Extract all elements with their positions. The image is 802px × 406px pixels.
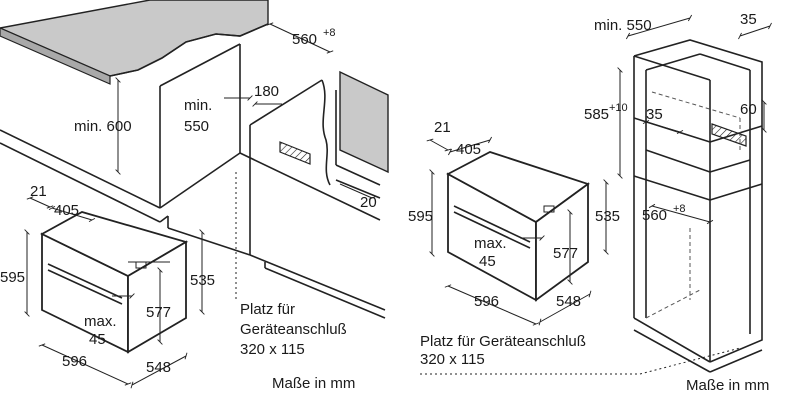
dim-577-right: 577 xyxy=(553,245,578,262)
dim-535-right: 535 xyxy=(595,208,620,225)
dim-min-550: min. 550 xyxy=(594,17,652,34)
connection-label-line1: Platz für xyxy=(240,301,295,318)
dimension-lines-right xyxy=(426,14,772,326)
dim-585-sup: +10 xyxy=(609,102,628,114)
dim-405: 405 xyxy=(54,202,79,219)
dim-585: 585 xyxy=(584,106,609,123)
units-label-left: Maße in mm xyxy=(272,375,355,392)
oven-left xyxy=(40,211,189,354)
right-installation-view: min. 550 35 585 +10 60 35 21 405 595 535… xyxy=(408,11,772,394)
dim-min-depth-line1: min. xyxy=(184,97,212,114)
dim-535: 535 xyxy=(190,272,215,289)
dim-width-top: 560 xyxy=(292,31,317,48)
dim-560-right-sup: +8 xyxy=(673,203,686,215)
labels-left: 560 +8 min. 600 min. 550 180 20 21 405 5… xyxy=(0,27,377,392)
worktop xyxy=(0,0,269,85)
dim-595: 595 xyxy=(0,269,25,286)
connection-label-line3: 320 x 115 xyxy=(240,341,305,358)
dim-560-right: 560 xyxy=(642,207,667,224)
dim-max-line2: 45 xyxy=(89,331,106,348)
connection-label-line2: Geräteanschluß xyxy=(240,321,347,338)
dim-180: 180 xyxy=(254,83,279,100)
dim-21: 21 xyxy=(30,183,47,200)
dim-width-top-sup: +8 xyxy=(323,27,336,39)
connection-area-left xyxy=(279,141,311,165)
dim-548-right: 548 xyxy=(556,293,581,310)
dim-min-depth-line2: 550 xyxy=(184,118,209,135)
left-installation-view: 560 +8 min. 600 min. 550 180 20 21 405 5… xyxy=(0,0,389,392)
connection-label-right-line1: Platz für Geräteanschluß xyxy=(420,333,586,350)
dimension-lines-left xyxy=(24,22,376,389)
connection-label-right-line2: 320 x 115 xyxy=(420,351,485,368)
units-label-right: Maße in mm xyxy=(686,377,769,394)
dim-35-top: 35 xyxy=(740,11,757,28)
oven-right xyxy=(446,151,590,302)
dim-596-right: 596 xyxy=(474,293,499,310)
cabinet-frame xyxy=(0,43,386,319)
dim-min-height: min. 600 xyxy=(74,118,132,135)
connection-area-right xyxy=(711,123,747,147)
dim-596: 596 xyxy=(62,353,87,370)
dim-max-line1: max. xyxy=(84,313,117,330)
dim-595-right: 595 xyxy=(408,208,433,225)
dim-21-right: 21 xyxy=(434,119,451,136)
dim-60: 60 xyxy=(740,101,757,118)
dim-max-right-line2: 45 xyxy=(479,253,496,270)
worktop-right xyxy=(321,70,389,186)
dim-405-right: 405 xyxy=(456,141,481,158)
labels-right: min. 550 35 585 +10 60 35 21 405 595 535… xyxy=(408,11,769,394)
dim-35-mid: 35 xyxy=(646,106,663,123)
dim-max-right-line1: max. xyxy=(474,235,507,252)
dim-577: 577 xyxy=(146,304,171,321)
dim-20: 20 xyxy=(360,194,377,211)
dim-548: 548 xyxy=(146,359,171,376)
